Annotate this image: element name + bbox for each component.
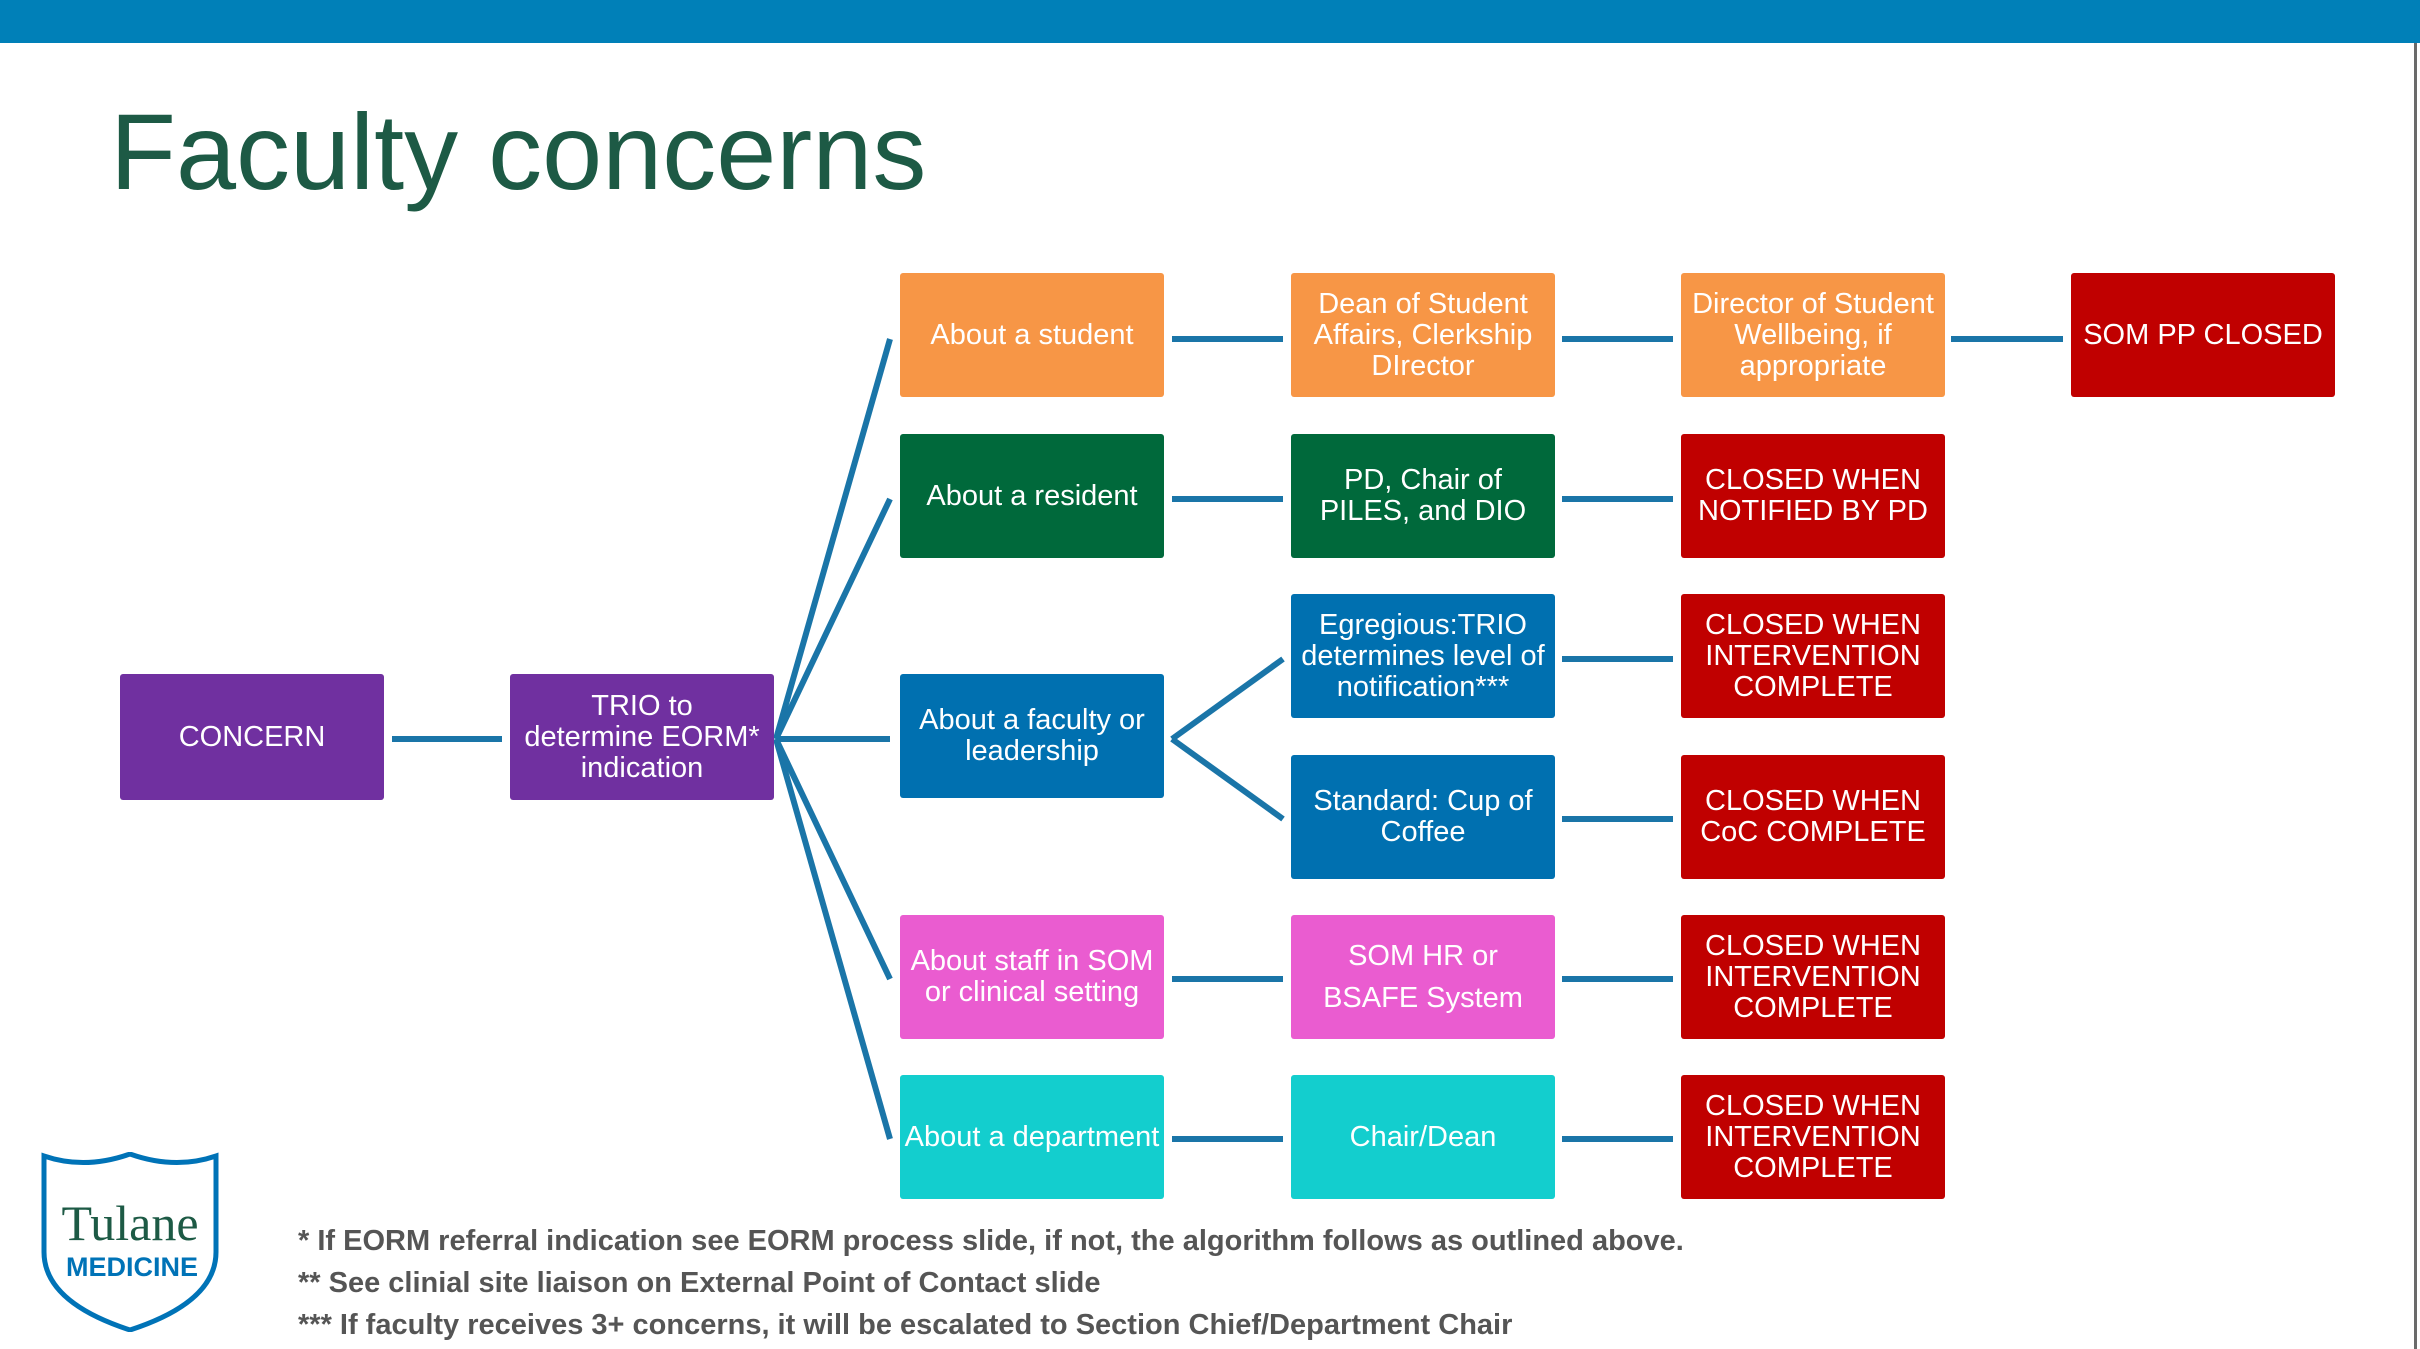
pd-chair-node: PD, Chair of PILES, and DIO bbox=[1291, 434, 1555, 558]
shield-logo-icon: Tulane MEDICINE bbox=[41, 1151, 219, 1333]
about-student-node: About a student bbox=[900, 273, 1164, 397]
closed-intervention-node: CLOSED WHEN INTERVENTION COMPLETE bbox=[1681, 915, 1945, 1039]
closed-coc-node: CLOSED WHEN CoC COMPLETE bbox=[1681, 755, 1945, 879]
connector-faculty-egregious bbox=[1170, 656, 1285, 742]
chair-dean-node: Chair/Dean bbox=[1291, 1075, 1555, 1199]
about-resident-node: About a resident bbox=[900, 434, 1164, 558]
footnotes: * If EORM referral indication see EORM p… bbox=[298, 1220, 1684, 1346]
closed-intervention-node: CLOSED WHEN INTERVENTION COMPLETE bbox=[1681, 594, 1945, 718]
connector-trio-department bbox=[773, 738, 893, 1140]
about-department-node: About a department bbox=[900, 1075, 1164, 1199]
egregious-node: Egregious:TRIO determines level of notif… bbox=[1291, 594, 1555, 718]
director-wellbeing-node: Director of Student Wellbeing, if approp… bbox=[1681, 273, 1945, 397]
right-border-line bbox=[2414, 43, 2417, 1349]
connector-trio-staff bbox=[773, 737, 893, 981]
about-faculty-node: About a faculty or leadership bbox=[900, 674, 1164, 798]
footnote: *** If faculty receives 3+ concerns, it … bbox=[298, 1309, 1513, 1341]
tulane-medicine-logo: Tulane MEDICINE bbox=[40, 1151, 220, 1333]
top-accent-bar bbox=[0, 0, 2420, 43]
connector-trio-student bbox=[773, 338, 893, 740]
som-pp-closed-node: SOM PP CLOSED bbox=[2071, 273, 2335, 397]
standard-coffee-node: Standard: Cup of Coffee bbox=[1291, 755, 1555, 879]
footnote: * If EORM referral indication see EORM p… bbox=[298, 1225, 1684, 1257]
closed-notified-pd-node: CLOSED WHEN NOTIFIED BY PD bbox=[1681, 434, 1945, 558]
closed-intervention-node: CLOSED WHEN INTERVENTION COMPLETE bbox=[1681, 1075, 1945, 1199]
logo-name: Tulane bbox=[61, 1195, 198, 1251]
dean-student-affairs-node: Dean of Student Affairs, Clerkship DIrec… bbox=[1291, 273, 1555, 397]
logo-sub: MEDICINE bbox=[66, 1252, 198, 1282]
som-hr-node: SOM HR or BSAFE System bbox=[1291, 915, 1555, 1039]
connector-trio-resident bbox=[773, 497, 893, 741]
concern-node: CONCERN bbox=[120, 674, 384, 800]
about-staff-node: About staff in SOM or clinical setting bbox=[900, 915, 1164, 1039]
trio-node: TRIO to determine EORM* indication bbox=[510, 674, 774, 800]
footnote: ** See clinial site liaison on External … bbox=[298, 1267, 1101, 1299]
slide-title: Faculty concerns bbox=[110, 91, 927, 212]
connector-faculty-standard bbox=[1170, 736, 1285, 822]
